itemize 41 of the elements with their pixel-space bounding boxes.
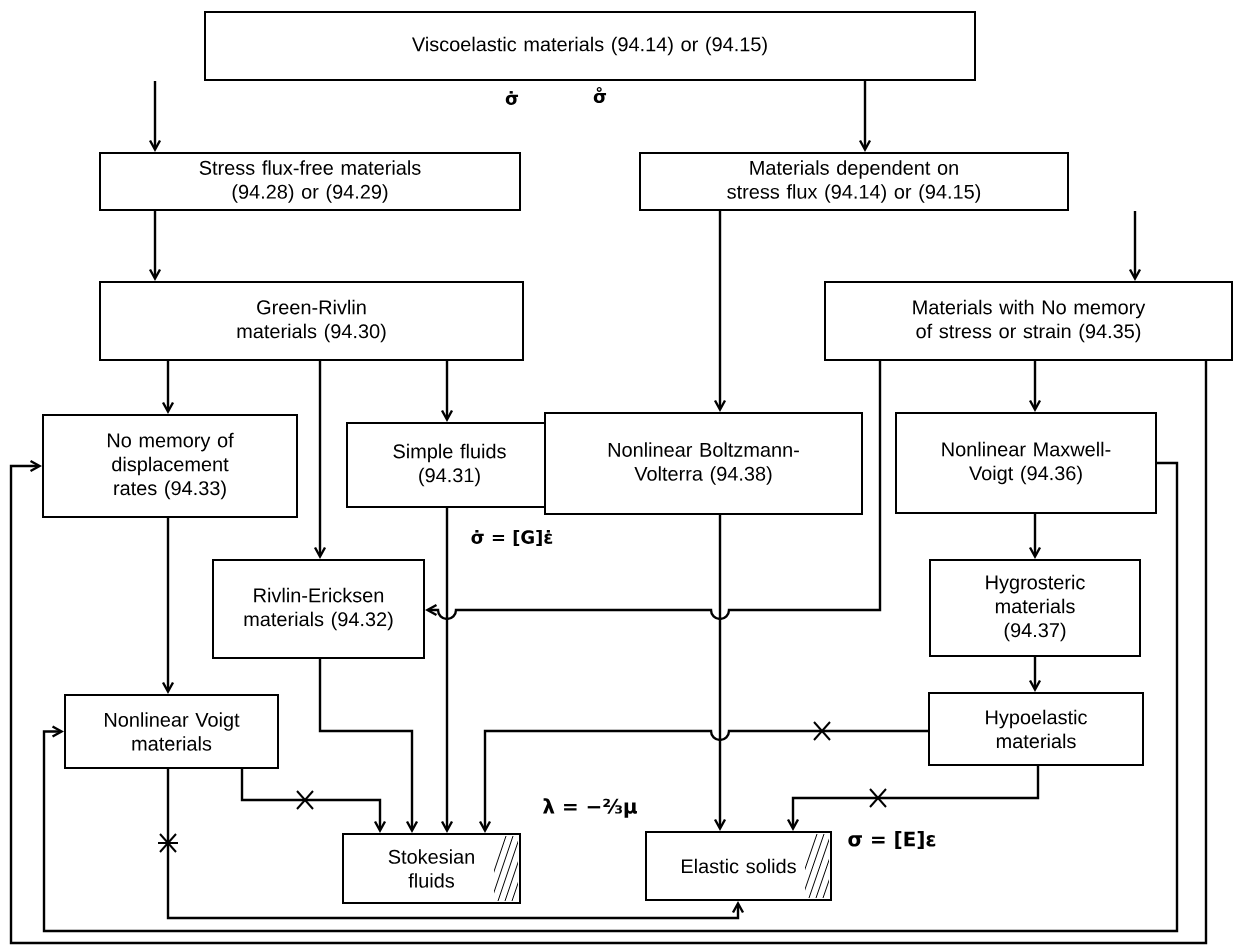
process-box: Nonlinear Voigt materials bbox=[64, 694, 279, 769]
arrow bbox=[42, 461, 1179, 933]
arrow bbox=[858, 81, 872, 152]
formula-label: σ̇ bbox=[505, 91, 519, 105]
process-box: Nonlinear Maxwell-Voigt (94.36) bbox=[895, 412, 1157, 514]
arrow bbox=[1028, 657, 1042, 692]
arrow bbox=[1028, 514, 1042, 559]
arrow bbox=[425, 361, 882, 621]
process-box: Hygrosteric materials (94.37) bbox=[929, 559, 1141, 657]
formula-label: λ = −⅔μ bbox=[543, 798, 637, 818]
arrow bbox=[313, 361, 327, 559]
arrow bbox=[161, 361, 175, 414]
arrow bbox=[9, 361, 1208, 945]
arrow bbox=[786, 766, 1040, 831]
process-box: Rivlin-Ericksen materials (94.32) bbox=[212, 559, 425, 659]
arrow bbox=[1028, 361, 1042, 412]
arrow bbox=[1128, 211, 1142, 281]
arrow bbox=[318, 659, 419, 833]
formula-label: σ = [E]ε bbox=[848, 831, 936, 849]
process-box: Nonlinear Boltzmann-Volterra (94.38) bbox=[544, 412, 863, 515]
process-box: Elastic solids bbox=[645, 831, 832, 901]
process-box: Materials dependent on stress flux (94.14) or (94.15) bbox=[639, 152, 1069, 211]
process-box: Viscoelastic materials (94.14) or (94.15) bbox=[204, 11, 976, 81]
arrow bbox=[713, 211, 727, 412]
process-box: Materials with No memory of stress or strain (94.35) bbox=[824, 281, 1233, 361]
arrow bbox=[148, 211, 162, 281]
process-box: Green-Rivlin materials (94.30) bbox=[99, 281, 524, 361]
arrow bbox=[478, 729, 928, 833]
arrow bbox=[440, 508, 454, 833]
process-box: Stress flux-free materials (94.28) or (94.29) bbox=[99, 152, 521, 211]
formula-label: σ̇ = [G]ε̇ bbox=[471, 530, 553, 546]
arrow bbox=[713, 515, 727, 831]
arrow bbox=[440, 361, 454, 422]
arrow bbox=[148, 81, 162, 152]
arrow bbox=[166, 769, 745, 920]
process-box: Stokesian fluids bbox=[342, 833, 521, 904]
process-box: Hypoelastic materials bbox=[928, 692, 1144, 766]
arrow bbox=[240, 769, 387, 833]
process-box: Simple fluids (94.31) bbox=[346, 422, 553, 508]
process-box: No memory of displacement rates (94.33) bbox=[42, 414, 298, 518]
arrow bbox=[161, 518, 175, 694]
